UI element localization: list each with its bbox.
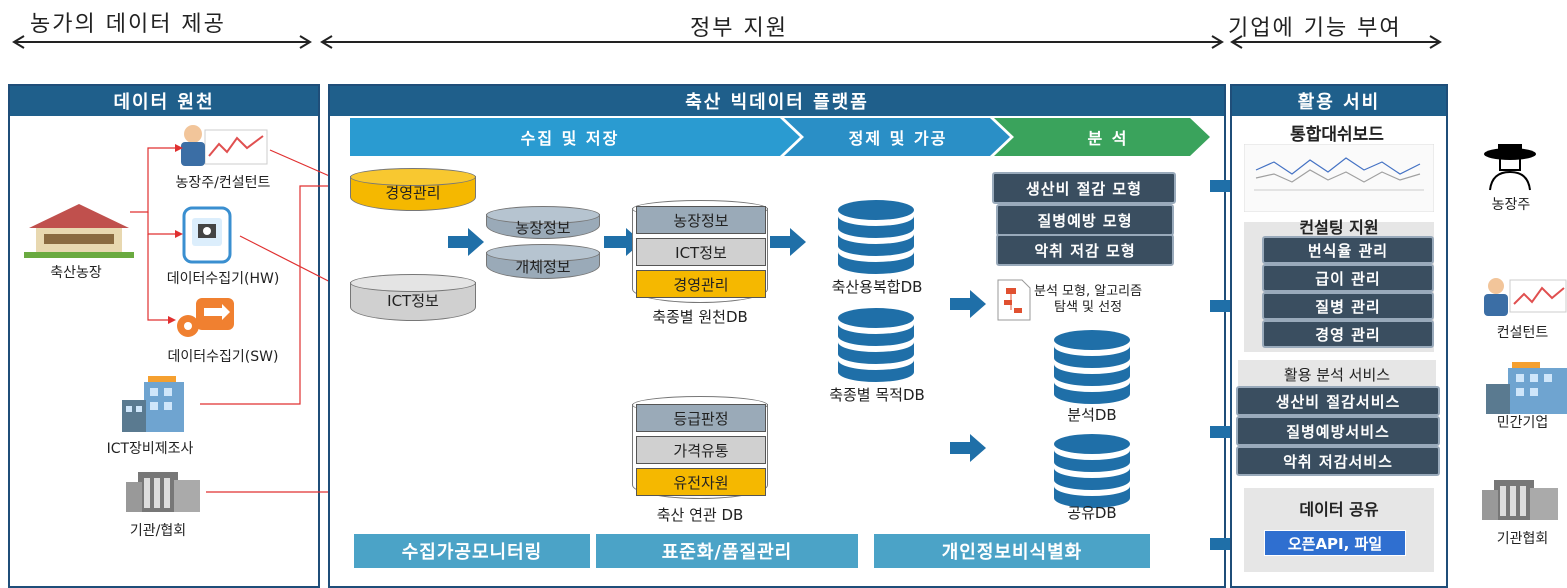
- service-cost-reduction: 생산비 절감서비스: [1236, 386, 1440, 416]
- building-icon: [122, 376, 184, 432]
- model-cost-reduction: 생산비 절감 모형: [992, 172, 1176, 204]
- user-farmer-label: 농장주: [1491, 197, 1531, 213]
- consulting-title: 컨설팅 지원: [1299, 218, 1379, 237]
- related-db-caption: 축산 연관 DB: [656, 506, 744, 524]
- farmer-chart-icon: [181, 125, 268, 166]
- privacy-bar: 개인정보비식별화: [874, 534, 1150, 568]
- stage-analysis: 분 석: [1087, 129, 1129, 148]
- header-center: 정부 지원: [690, 16, 788, 41]
- monitoring-bar: 수집가공모니터링: [354, 534, 590, 568]
- analysis-service-header-box: [1238, 360, 1436, 386]
- purpose-db-label: 축종별 목적DB: [829, 386, 925, 404]
- shared-db-label: 공유DB: [1067, 504, 1117, 522]
- company-building-icon: [1486, 362, 1567, 414]
- ict-maker-label: ICT장비제조사: [106, 441, 194, 457]
- header-left: 농가의 데이터 제공: [30, 12, 226, 37]
- header-arrows: [12, 35, 1442, 49]
- source-db-caption: 축종별 원천DB: [652, 308, 748, 326]
- data-source-title: 데이터 원천: [10, 86, 318, 116]
- service-disease-prevention: 질병예방서비스: [1236, 416, 1440, 446]
- sw-collector-icon: [177, 298, 234, 337]
- management-db-label: 경영관리: [385, 184, 441, 202]
- source-db-row-farm: 농장정보: [636, 206, 766, 234]
- consulting-breeding: 번식율 관리: [1262, 236, 1434, 264]
- stage-arrows: [350, 118, 1210, 156]
- individual-info-cylinder: 개체정보: [486, 244, 600, 280]
- user-company-label: 민간기업: [1496, 415, 1549, 431]
- association-building-icon: [1482, 480, 1558, 520]
- sw-collector-label: 데이터수집기(SW): [167, 349, 279, 365]
- document-chart-icon: [997, 279, 1031, 321]
- consultant-icon: [1484, 278, 1567, 316]
- individual-info-label: 개체정보: [515, 258, 571, 276]
- model-odor-reduction: 악취 저감 모형: [996, 234, 1174, 266]
- hw-collector-label: 데이터수집기(HW): [166, 271, 280, 287]
- farmer-hat-icon: [1484, 144, 1536, 191]
- analysis-service-title: 활용 분석 서비스: [1283, 366, 1391, 384]
- institution-icon: [126, 472, 200, 512]
- institution-label: 기관/협회: [129, 523, 187, 539]
- ict-db-label: ICT정보: [387, 292, 439, 310]
- consulting-feeding: 급이 관리: [1262, 264, 1434, 292]
- stage-collect: 수집 및 저장: [520, 129, 620, 148]
- barn-icon: [24, 204, 134, 258]
- service-odor-reduction: 악취 저감서비스: [1236, 446, 1440, 476]
- algorithm-label: 분석 모형, 알고리즘 탐색 및 선정: [1034, 284, 1142, 316]
- hw-collector-icon: [182, 206, 232, 264]
- open-api-file: 오픈API, 파일: [1264, 530, 1406, 556]
- platform-title: 축산 빅데이터 플랫폼: [330, 86, 1224, 116]
- algorithm-label-line2: 탐색 및 선정: [1054, 300, 1123, 315]
- model-disease-prevention: 질병예방 모형: [996, 204, 1174, 236]
- farmer-label: 농장주/컨설턴트: [175, 175, 271, 191]
- standardization-bar: 표준화/품질관리: [596, 534, 858, 568]
- related-db-row-genetic: 유전자원: [636, 468, 766, 496]
- ict-db-cylinder: ICT정보: [350, 274, 476, 322]
- complex-db-label: 축산용복합DB: [831, 278, 923, 296]
- header-right: 기업에 기능 부여: [1228, 16, 1402, 41]
- consulting-disease: 질병 관리: [1262, 292, 1434, 320]
- dashboard-chart-icon: [1244, 144, 1434, 212]
- source-db-row-ict: ICT정보: [636, 238, 766, 266]
- algorithm-label-line1: 분석 모형, 알고리즘: [1034, 284, 1143, 299]
- farm-info-cylinder: 농장정보: [486, 206, 600, 240]
- stage-refine: 정제 및 가공: [848, 129, 948, 148]
- consulting-management: 경영 관리: [1262, 320, 1434, 348]
- farm-label: 축산농장: [50, 265, 102, 281]
- user-association-label: 기관협회: [1496, 531, 1549, 547]
- data-share-title: 데이터 공유: [1299, 500, 1379, 519]
- management-db-cylinder: 경영관리: [350, 168, 476, 212]
- analysis-db-label: 분석DB: [1067, 406, 1117, 424]
- related-db-row-grade: 등급판정: [636, 404, 766, 432]
- source-db-row-management: 경영관리: [636, 270, 766, 298]
- user-consultant-label: 컨설턴트: [1496, 325, 1549, 341]
- farm-info-label: 농장정보: [515, 219, 571, 237]
- related-db-row-price: 가격유통: [636, 436, 766, 464]
- dashboard-title: 통합대쉬보드: [1290, 125, 1384, 145]
- services-title: 활용 서비: [1232, 86, 1446, 116]
